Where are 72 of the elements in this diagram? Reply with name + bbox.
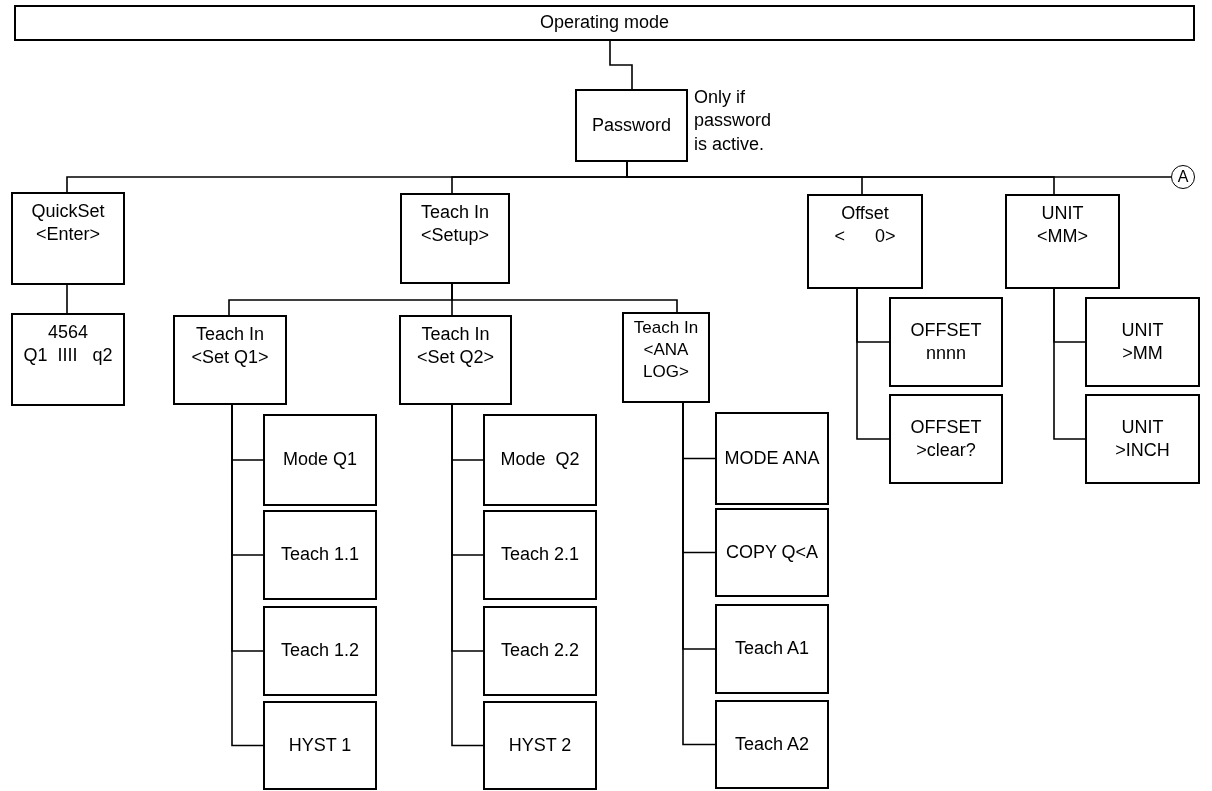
menu-label: >clear? bbox=[916, 439, 976, 462]
menu-box bbox=[715, 508, 829, 597]
connector-line bbox=[451, 283, 678, 313]
menu-label: Offset bbox=[841, 202, 889, 225]
connector-line bbox=[609, 40, 633, 90]
menu-label: 4564 bbox=[47, 321, 88, 344]
menu-label: <Setup> bbox=[420, 224, 490, 248]
menu-box bbox=[1085, 394, 1200, 484]
menu-box bbox=[400, 193, 510, 284]
menu-label: Mode Q2 bbox=[500, 448, 580, 472]
menu-label: Teach 1.2 bbox=[280, 639, 360, 663]
menu-box bbox=[622, 312, 710, 403]
menu-box bbox=[399, 315, 512, 405]
menu-label: Teach In bbox=[420, 201, 489, 224]
menu-box bbox=[575, 89, 688, 162]
menu-label: >MM bbox=[1122, 342, 1163, 365]
menu-label: <ANA LOG> bbox=[642, 339, 690, 384]
connector-line bbox=[1053, 288, 1086, 440]
menu-label: <Enter> bbox=[35, 223, 100, 247]
menu-label: COPY Q<A bbox=[725, 540, 819, 564]
menu-label: >INCH bbox=[1115, 439, 1170, 462]
note-text: Only if password is active. bbox=[694, 86, 773, 156]
menu-box bbox=[715, 700, 829, 789]
menu-label: A bbox=[1177, 169, 1189, 185]
menu-label: UNIT bbox=[1121, 415, 1164, 439]
menu-box bbox=[11, 313, 125, 406]
menu-label: Q1 IIII q2 bbox=[23, 344, 113, 368]
menu-box bbox=[263, 510, 377, 600]
connector-line bbox=[856, 288, 890, 440]
menu-label: OFFSET bbox=[910, 318, 982, 342]
menu-box bbox=[889, 394, 1003, 484]
menu-box bbox=[483, 510, 597, 600]
menu-box bbox=[715, 412, 829, 505]
menu-box bbox=[483, 701, 597, 790]
menu-label: nnnn bbox=[925, 342, 966, 365]
menu-box bbox=[1005, 194, 1120, 289]
menu-label: HYST 1 bbox=[288, 733, 352, 757]
menu-label: QuickSet bbox=[31, 200, 105, 223]
menu-label: <Set Q2> bbox=[416, 346, 495, 370]
connector-line bbox=[66, 284, 68, 314]
menu-label: Teach 2.1 bbox=[500, 543, 580, 567]
menu-label: Mode Q1 bbox=[282, 448, 357, 472]
menu-box bbox=[483, 414, 597, 506]
menu-label: Teach In bbox=[633, 317, 699, 339]
menu-label: <Set Q1> bbox=[191, 346, 269, 370]
menu-label: < 0> bbox=[834, 225, 896, 249]
menu-label: Teach A1 bbox=[734, 637, 810, 661]
menu-label: OFFSET bbox=[910, 415, 982, 439]
menu-box bbox=[263, 701, 377, 790]
menu-label: Password bbox=[592, 113, 671, 137]
menu-box bbox=[11, 192, 125, 285]
menu-box bbox=[889, 297, 1003, 387]
menu-box bbox=[263, 414, 377, 506]
menu-label: Teach A2 bbox=[734, 732, 810, 756]
menu-label: Teach In bbox=[421, 323, 490, 346]
menu-label: Operating mode bbox=[539, 11, 670, 35]
menu-label: Teach 2.2 bbox=[500, 639, 580, 663]
menu-label: UNIT bbox=[1121, 318, 1164, 342]
menu-label: MODE ANA bbox=[724, 446, 820, 470]
menu-label: Teach In bbox=[195, 323, 264, 346]
menu-box bbox=[263, 606, 377, 696]
menu-box bbox=[1085, 297, 1200, 387]
menu-label: <MM> bbox=[1037, 225, 1088, 249]
menu-label: HYST 2 bbox=[508, 733, 572, 757]
menu-box bbox=[483, 606, 597, 696]
menu-box bbox=[807, 194, 923, 289]
menu-box bbox=[715, 604, 829, 694]
mode-header-box bbox=[14, 5, 1195, 41]
menu-label: UNIT bbox=[1041, 202, 1084, 225]
connector-circle bbox=[1171, 165, 1195, 189]
menu-label: Teach 1.1 bbox=[280, 543, 360, 567]
menu-box bbox=[173, 315, 287, 405]
